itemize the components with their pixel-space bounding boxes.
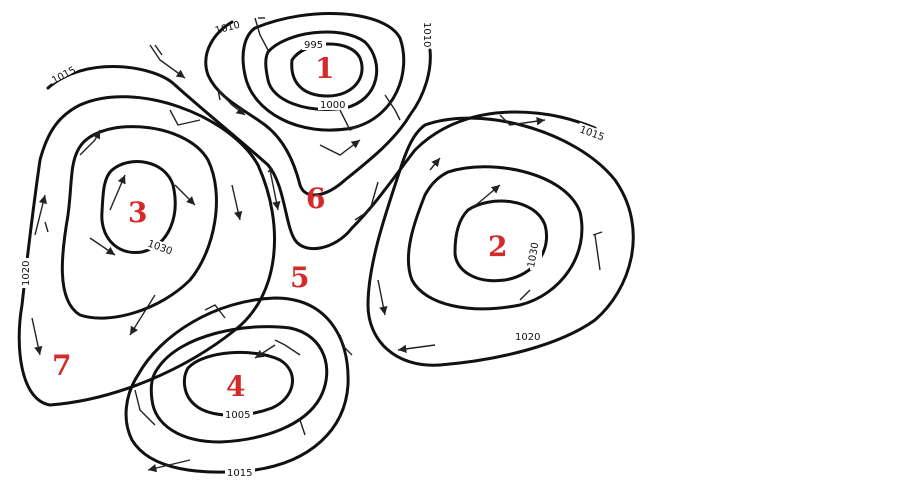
region-label-2: 2 bbox=[488, 230, 507, 263]
isobar-1015-south bbox=[124, 296, 350, 474]
isobar-label-1020: 1020 bbox=[21, 261, 32, 286]
isobar-1000-system1 bbox=[264, 30, 379, 111]
isobar-1015-west bbox=[46, 65, 597, 250]
isobar-label-1015: 1015 bbox=[578, 124, 606, 143]
region-label-4: 4 bbox=[226, 370, 245, 403]
isobar-label-1010: 1010 bbox=[421, 22, 432, 47]
isobar-label-1020: 1020 bbox=[515, 332, 540, 343]
isobar-label-1030: 1030 bbox=[526, 242, 541, 269]
isobar-label-1010: 1010 bbox=[214, 20, 241, 37]
isobar-1005-south bbox=[182, 351, 294, 417]
isobar-1020-east bbox=[366, 116, 635, 367]
isobar-label-995: 995 bbox=[304, 40, 323, 51]
isobar-label-1000: 1000 bbox=[320, 100, 345, 111]
region-label-1: 1 bbox=[315, 52, 334, 85]
isobar-label-1030: 1030 bbox=[146, 238, 174, 257]
isobar-1010-system1 bbox=[204, 20, 432, 197]
isobar-1025-east bbox=[407, 165, 584, 311]
isobar-1005-system1 bbox=[241, 12, 406, 132]
isobar-label-1005: 1005 bbox=[225, 410, 250, 421]
isobar-1020-west bbox=[17, 95, 276, 407]
region-label-6: 6 bbox=[306, 182, 325, 215]
isobar-1030-east bbox=[453, 199, 548, 283]
region-label-7: 7 bbox=[52, 349, 71, 382]
region-label-5: 5 bbox=[290, 261, 309, 294]
region-label-3: 3 bbox=[128, 196, 147, 229]
region-labels: 1 2 3 4 5 6 7 bbox=[52, 52, 507, 403]
isobar-1030-west bbox=[100, 160, 177, 254]
isobar-1010-south bbox=[149, 325, 329, 444]
isobar-label-1015: 1015 bbox=[227, 468, 252, 479]
wind-barbs bbox=[31, 17, 603, 473]
isobar-1025-west bbox=[60, 125, 218, 320]
